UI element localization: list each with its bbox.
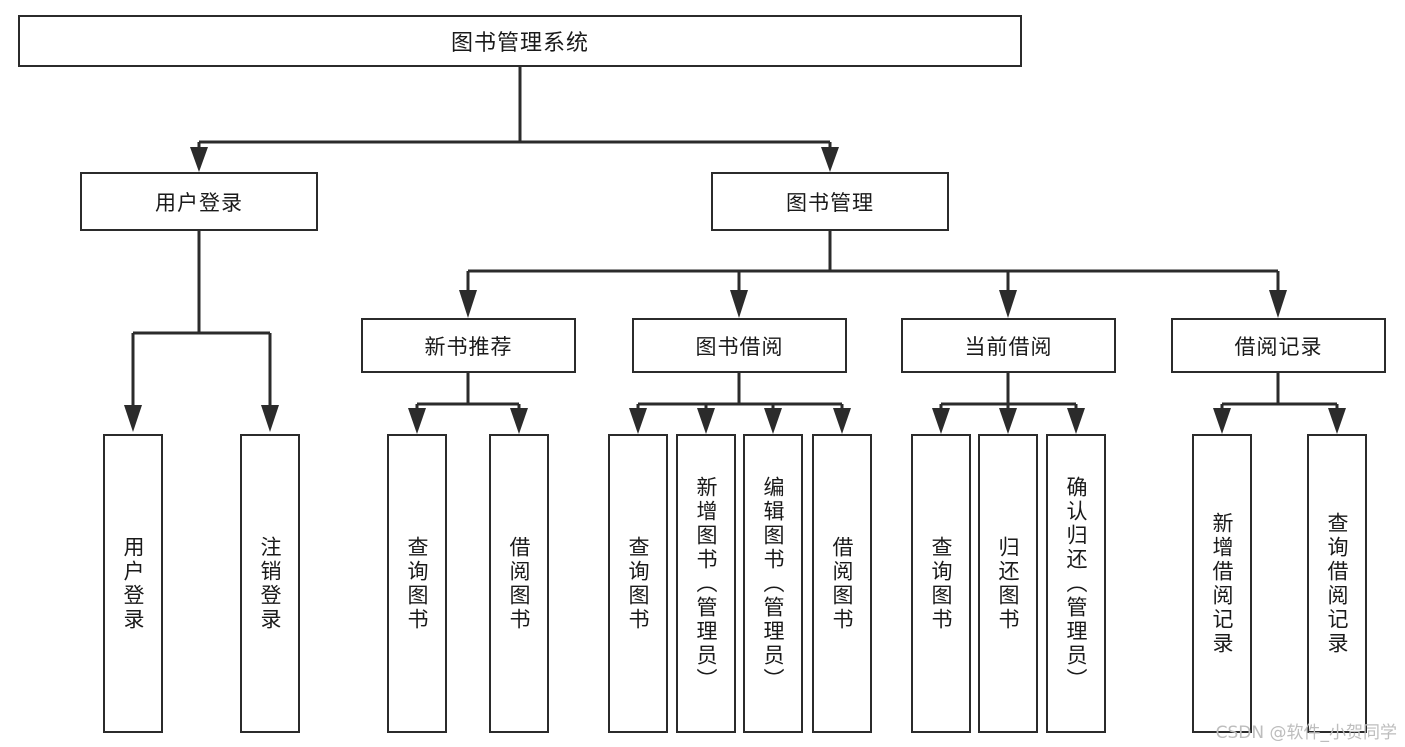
node-book-borrow[interactable]: 图书借阅: [632, 318, 847, 373]
arrow-book-mgmt: [821, 147, 839, 172]
node-label: 查询借阅记录: [1325, 511, 1350, 656]
arrow-current-child-2: [999, 408, 1017, 434]
arrow-current-child-1: [932, 408, 950, 434]
arrow-current-child-3: [1067, 408, 1085, 434]
arrow-leaf-logout: [261, 405, 279, 432]
node-label: 确认归还（管理员）: [1064, 475, 1089, 692]
arrow-newbook-child-2: [510, 408, 528, 434]
node-label: 归还图书: [996, 535, 1021, 632]
node-label: 借阅图书: [830, 535, 855, 632]
node-new-book-recommend[interactable]: 新书推荐: [361, 318, 576, 373]
node-leaf-return-book[interactable]: 归还图书: [978, 434, 1038, 733]
node-leaf-user-login[interactable]: 用户登录: [103, 434, 163, 733]
node-leaf-query-borrow-record[interactable]: 查询借阅记录: [1307, 434, 1367, 733]
node-leaf-query-book-current[interactable]: 查询图书: [911, 434, 971, 733]
node-root-system[interactable]: 图书管理系统: [18, 15, 1022, 67]
arrow-record-child-2: [1328, 408, 1346, 434]
arrow-record-child-1: [1213, 408, 1231, 434]
arrow-borrow-child-1: [629, 408, 647, 434]
node-leaf-borrow-book-recommend[interactable]: 借阅图书: [489, 434, 549, 733]
node-borrow-record[interactable]: 借阅记录: [1171, 318, 1386, 373]
arrow-new-book: [459, 290, 477, 318]
node-leaf-confirm-return-admin[interactable]: 确认归还（管理员）: [1046, 434, 1106, 733]
node-leaf-borrow-book[interactable]: 借阅图书: [812, 434, 872, 733]
node-label: 新增借阅记录: [1210, 511, 1235, 656]
node-leaf-edit-book-admin[interactable]: 编辑图书（管理员）: [743, 434, 803, 733]
node-label: 新增图书（管理员）: [694, 475, 719, 692]
arrow-current-borrow: [999, 290, 1017, 318]
arrow-newbook-child-1: [408, 408, 426, 434]
node-label: 新书推荐: [424, 334, 513, 359]
node-label: 用户登录: [121, 535, 146, 632]
node-label: 编辑图书（管理员）: [761, 475, 786, 692]
node-label: 注销登录: [258, 535, 283, 632]
node-label: 图书管理系统: [450, 31, 589, 56]
arrow-leaf-user-login: [124, 405, 142, 432]
node-label: 借阅图书: [507, 535, 532, 632]
arrow-borrow-child-3: [764, 408, 782, 434]
node-label: 用户登录: [155, 190, 243, 215]
node-label: 图书管理: [786, 190, 874, 215]
node-current-borrow[interactable]: 当前借阅: [901, 318, 1116, 373]
node-label: 图书借阅: [695, 334, 784, 359]
node-label: 查询图书: [405, 535, 430, 632]
node-label: 查询图书: [626, 535, 651, 632]
node-leaf-add-book-admin[interactable]: 新增图书（管理员）: [676, 434, 736, 733]
node-book-management[interactable]: 图书管理: [711, 172, 949, 231]
node-leaf-add-borrow-record[interactable]: 新增借阅记录: [1192, 434, 1252, 733]
node-user-login[interactable]: 用户登录: [80, 172, 318, 231]
node-leaf-logout[interactable]: 注销登录: [240, 434, 300, 733]
node-leaf-query-book-recommend[interactable]: 查询图书: [387, 434, 447, 733]
arrow-borrow-record: [1269, 290, 1287, 318]
watermark: CSDN @软件_小贺同学: [1215, 723, 1397, 743]
node-label: 查询图书: [929, 535, 954, 632]
arrow-user-login: [190, 147, 208, 172]
node-label: 当前借阅: [964, 334, 1053, 359]
arrow-borrow-child-2: [697, 408, 715, 434]
node-label: 借阅记录: [1234, 334, 1323, 359]
arrow-borrow-child-4: [833, 408, 851, 434]
node-leaf-query-book[interactable]: 查询图书: [608, 434, 668, 733]
arrow-book-borrow: [730, 290, 748, 318]
